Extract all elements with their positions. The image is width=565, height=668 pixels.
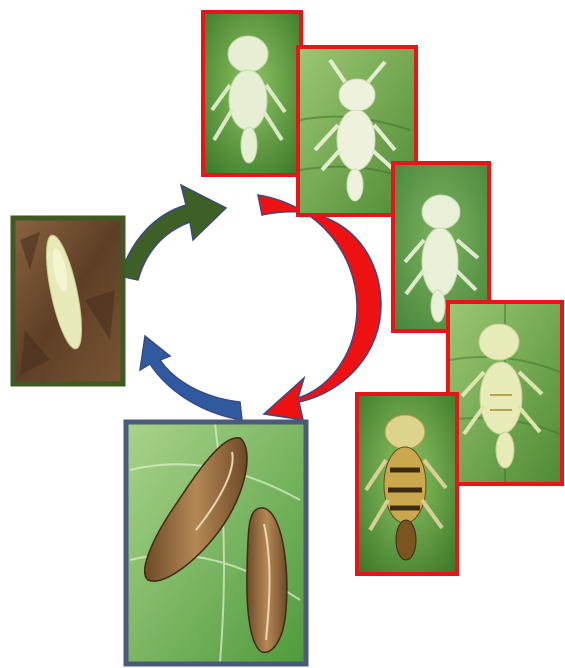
stage-nymph-instar-4 — [448, 302, 562, 484]
stage-adult — [126, 422, 306, 664]
blue-arrow — [140, 336, 242, 420]
stage-nymph-instar-5 — [357, 394, 457, 574]
cycle-arrows — [120, 185, 381, 420]
red-arrow — [258, 195, 381, 420]
green-arrow — [120, 185, 226, 280]
stage-egg — [13, 218, 123, 384]
stage-nymph-instar-1 — [203, 12, 301, 175]
